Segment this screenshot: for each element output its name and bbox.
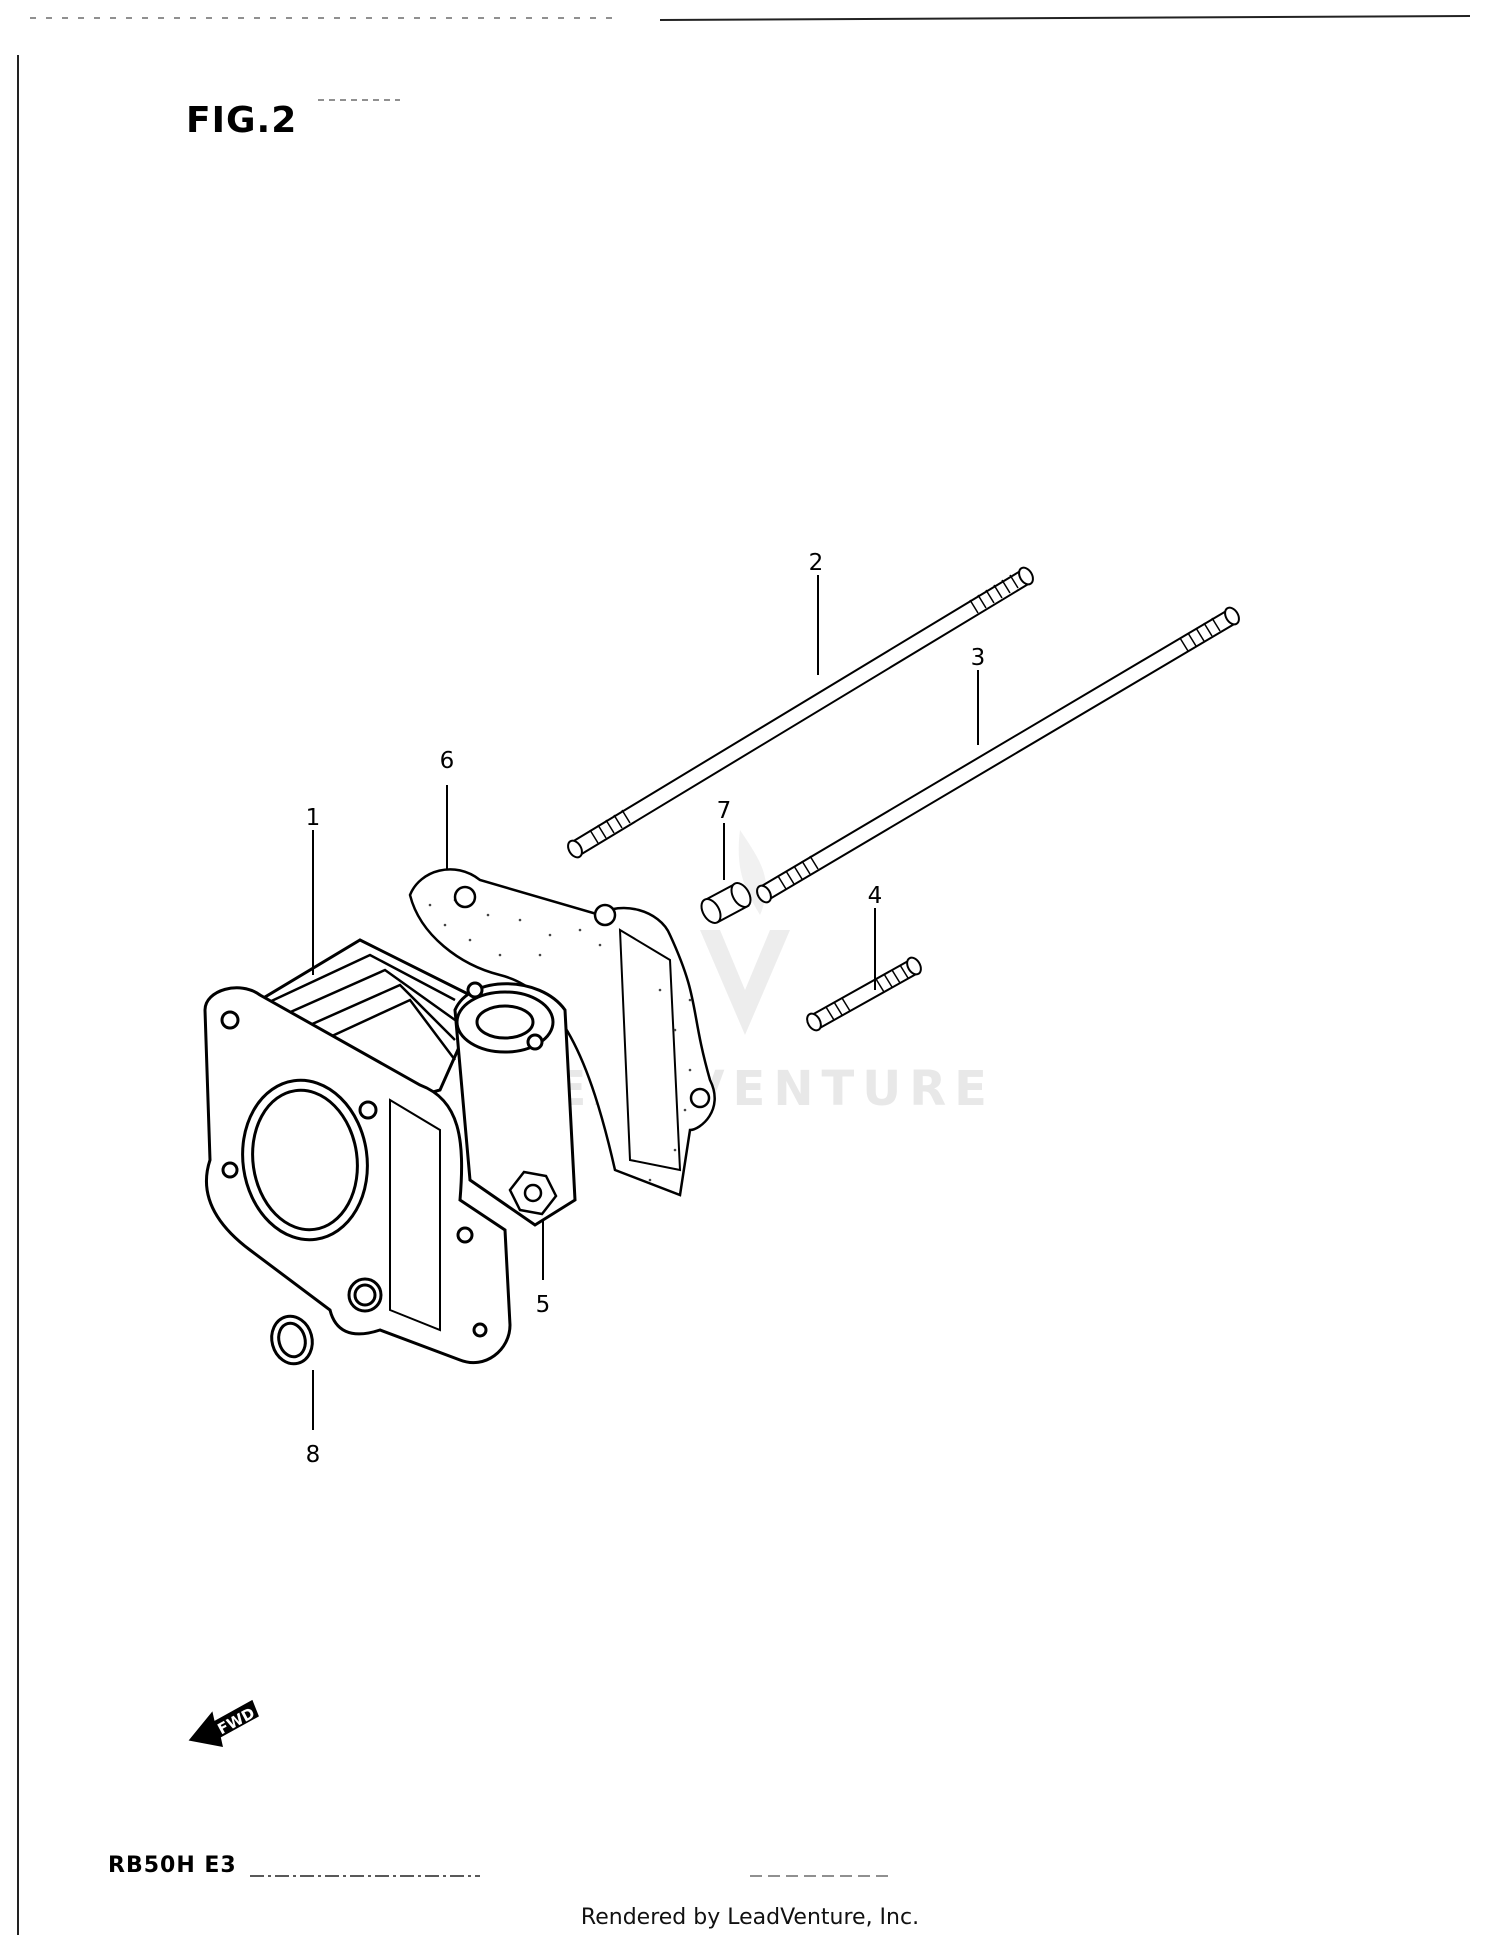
callout-6: 6 — [440, 748, 455, 774]
leader-lines — [312, 575, 979, 1430]
callout-2: 2 — [809, 550, 824, 576]
callout-labels: 1 2 3 4 5 6 7 8 — [306, 550, 986, 1468]
figure-title: FIG.2 — [186, 100, 298, 141]
fwd-arrow-icon: FWD — [188, 1699, 259, 1747]
callout-4: 4 — [868, 883, 883, 909]
callout-1: 1 — [306, 805, 321, 831]
callout-3: 3 — [971, 645, 986, 671]
stud-bolt-3 — [756, 606, 1240, 904]
stud-bolt-2 — [567, 566, 1034, 859]
dowel-pin-7 — [700, 882, 752, 924]
stud-bolt-4 — [806, 956, 922, 1032]
cylinder-1 — [203, 938, 577, 1365]
render-credit: Rendered by LeadVenture, Inc. — [580, 1905, 920, 1930]
model-code: RB50H E3 — [108, 1853, 237, 1878]
nut-5 — [508, 1170, 558, 1216]
callout-7: 7 — [717, 798, 732, 824]
callout-5: 5 — [536, 1292, 551, 1318]
gasket-6 — [408, 868, 716, 1197]
scan-border — [17, 15, 1471, 1935]
callout-8: 8 — [306, 1442, 321, 1468]
o-ring-8 — [270, 1314, 314, 1366]
